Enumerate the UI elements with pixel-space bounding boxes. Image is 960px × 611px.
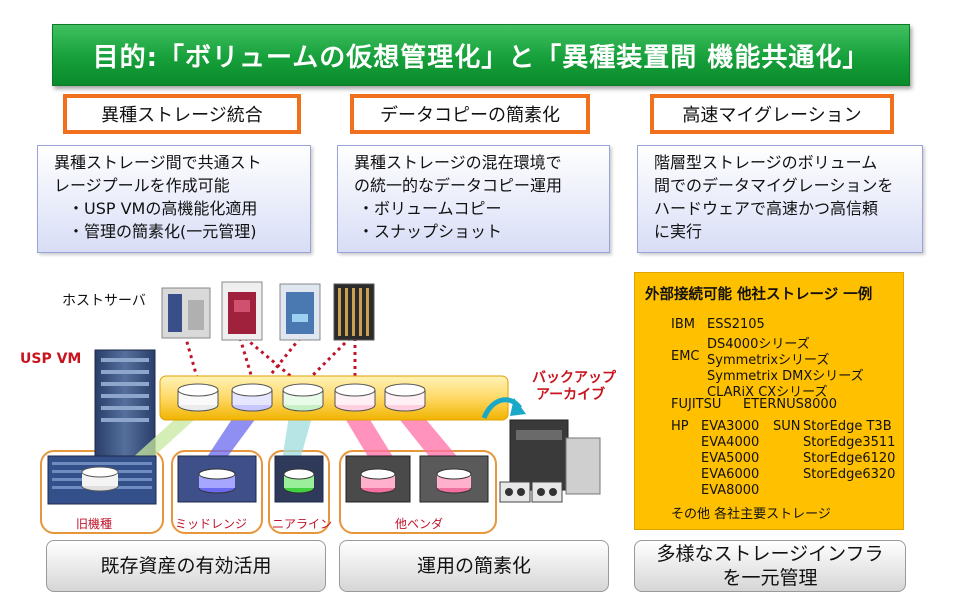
vendor-model: DS4000シリーズ — [707, 337, 810, 352]
device-label-legacy: 旧機種 — [76, 517, 113, 531]
backup-archive-label: バックアップ アーカイブ — [532, 370, 616, 404]
vendor-model: EVA5000 — [701, 451, 760, 466]
footer-simplified-operation: 運用の簡素化 — [339, 540, 609, 592]
vendor-model: EVA4000 — [701, 435, 760, 450]
desc-line: レージプールを作成可能 — [54, 176, 230, 195]
desc-migration: 階層型ストレージのボリューム 間でのデータマイグレーションを ハードウェアで高速… — [637, 145, 923, 253]
host-server-3-icon — [279, 283, 321, 341]
vendor-model: ETERNUS8000 — [743, 397, 837, 412]
footer-unified-management: 多様なストレージインフラ を一元管理 — [634, 540, 906, 592]
backup-archive-icon — [499, 419, 601, 503]
desc-bullet: ・ボリュームコピー — [358, 199, 502, 218]
vendor-model: Symmetrixシリーズ — [707, 353, 830, 368]
vendor-model: StorEdge6120 — [803, 451, 896, 466]
nearline-storage-icon — [274, 455, 324, 503]
desc-heterogeneous-integration: 異種ストレージ間で共通スト レージプールを作成可能 ・USP VMの高機能化適用… — [37, 145, 311, 253]
vendor-model: CLARiX CXシリーズ — [707, 385, 828, 400]
footer-line: を一元管理 — [722, 567, 818, 589]
device-label-nearline: ニアライン — [272, 517, 333, 531]
host-server-label: ホストサーバ — [62, 293, 146, 309]
desc-bullet: ・管理の簡素化(一元管理) — [68, 222, 257, 241]
vendor-name: FUJITSU — [671, 397, 722, 412]
vendor-model: StorEdge T3B — [803, 419, 892, 434]
vendor-model: EVA3000 — [701, 419, 760, 434]
device-label-midrange: ミッドレンジ — [175, 517, 248, 531]
other-vendor-storage-icon — [345, 455, 489, 503]
usp-vm-rack-icon — [94, 349, 156, 461]
vendor-name: SUN — [773, 419, 801, 434]
desc-line: 階層型ストレージのボリューム — [654, 153, 878, 172]
desc-line: 異種ストレージ間で共通スト — [54, 153, 262, 172]
vendor-name: EMC — [671, 349, 700, 364]
host-server-2-icon — [221, 281, 263, 341]
midrange-storage-icon — [177, 455, 257, 503]
desc-line: ハードウェアで高速かつ高信頼 — [654, 199, 879, 218]
title-banner: 目的:「ボリュームの仮想管理化」と「異種装置間 機能共通化」 — [52, 24, 910, 86]
vendor-model: ESS2105 — [707, 317, 765, 332]
desc-line: 間でのデータマイグレーションを — [654, 176, 894, 195]
vendor-name: HP — [671, 419, 689, 434]
desc-line: に実行 — [654, 222, 703, 241]
usp-vm-label: USP VM — [20, 351, 82, 367]
vendor-model: StorEdge6320 — [803, 467, 896, 482]
backup-label-line: バックアップ — [532, 370, 616, 386]
host-server-4-icon — [333, 283, 375, 341]
volume-mapping-beams — [130, 410, 460, 460]
pool-volume-icons — [177, 383, 426, 412]
legacy-storage-icon — [47, 455, 157, 505]
device-label-other-vendor: 他ベンダ — [395, 517, 444, 531]
desc-bullet: ・スナップショット — [358, 222, 503, 241]
external-storage-panel: 外部接続可能 他社ストレージ 一例 IBM ESS2105 DS4000シリーズ… — [634, 272, 904, 530]
host-server-1-icon — [161, 287, 211, 339]
storage-diagram — [47, 281, 601, 505]
header-migration: 高速マイグレーション — [650, 94, 894, 134]
vendor-model: StorEdge3511 — [803, 435, 896, 450]
footer-asset-utilization: 既存資産の有効活用 — [46, 540, 326, 592]
footer-line: 多様なストレージインフラ — [656, 543, 884, 565]
backup-label-line: アーカイブ — [536, 387, 606, 403]
header-data-copy: データコピーの簡素化 — [350, 94, 590, 134]
desc-line: 異種ストレージの混在環境で — [354, 153, 562, 172]
desc-line: の統一的なデータコピー運用 — [354, 176, 563, 195]
external-panel-title: 外部接続可能 他社ストレージ 一例 — [645, 287, 873, 303]
vendor-model: Symmetrix DMXシリーズ — [707, 369, 864, 384]
desc-bullet: ・USP VMの高機能化適用 — [68, 199, 258, 218]
vendor-model: EVA8000 — [701, 483, 760, 498]
other-storage-note: その他 各社主要ストレージ — [671, 507, 831, 522]
desc-data-copy: 異種ストレージの混在環境で の統一的なデータコピー運用 ・ボリュームコピー ・ス… — [337, 145, 610, 253]
vendor-model: EVA6000 — [701, 467, 760, 482]
header-heterogeneous-integration: 異種ストレージ統合 — [63, 94, 301, 134]
vendor-name: IBM — [671, 317, 695, 332]
